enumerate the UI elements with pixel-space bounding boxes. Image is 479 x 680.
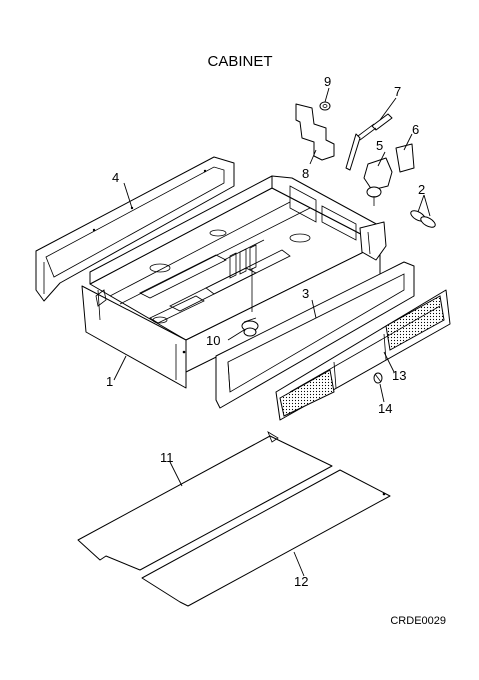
callout-3: 3	[302, 286, 309, 301]
callout-8: 8	[302, 166, 309, 181]
part-4-back-panel	[35, 156, 235, 302]
part-9-nut	[319, 101, 331, 111]
callout-5: 5	[376, 138, 383, 153]
part-11-bottom-panel	[77, 431, 333, 571]
callout-11: 11	[160, 450, 174, 465]
callout-1: 1	[106, 374, 113, 389]
callout-12: 12	[294, 574, 308, 589]
part-10-component	[241, 317, 259, 337]
part-12-bottom-panel	[141, 469, 391, 607]
callout-14: 14	[378, 401, 392, 416]
callout-2: 2	[418, 182, 425, 197]
part-14-clip	[373, 372, 383, 384]
part-8-bracket	[295, 103, 335, 161]
part-2-grommets	[410, 210, 436, 228]
part-1-chassis	[81, 175, 387, 389]
part-13-grille	[275, 289, 451, 421]
leader-lines	[113, 87, 431, 577]
diagram-title: CABINET	[207, 53, 272, 70]
callout-9: 9	[324, 74, 331, 89]
callout-13: 13	[392, 368, 406, 383]
part-3-front-panel	[215, 261, 415, 409]
callout-4: 4	[112, 170, 119, 185]
part-5-valve	[363, 157, 393, 206]
callout-7: 7	[394, 84, 401, 99]
callout-10: 10	[206, 333, 220, 348]
callout-6: 6	[412, 122, 419, 137]
callout-labels: 1 2 3 4 5 6 7 8 9 10 11 12 13 14	[106, 74, 425, 589]
part-7-rod	[345, 113, 393, 171]
drawing-code: CRDE0029	[390, 615, 446, 627]
